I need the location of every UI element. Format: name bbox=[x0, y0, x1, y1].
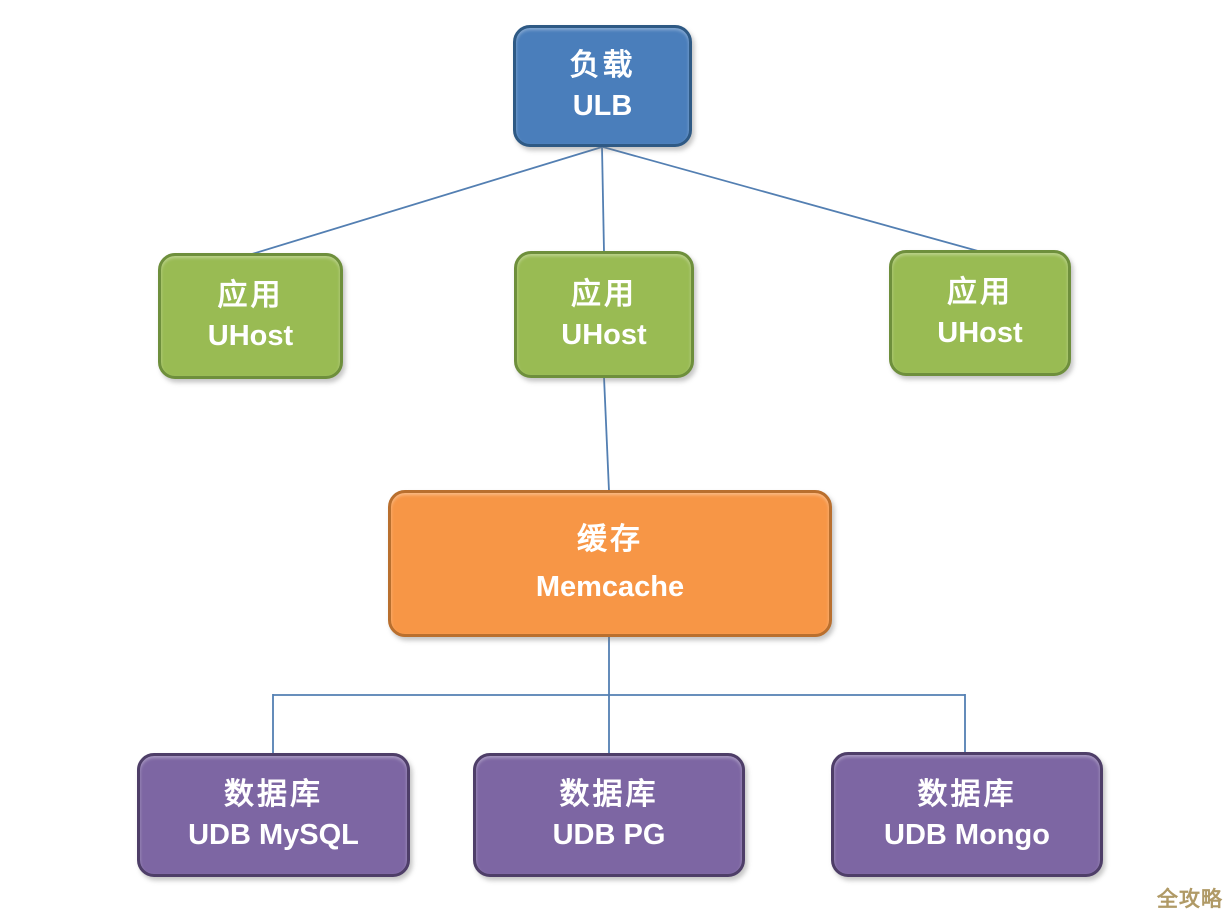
node-app-uhost-3: 应用 UHost bbox=[889, 250, 1071, 376]
node-title: 应用 bbox=[947, 276, 1013, 310]
node-db-udb-pg: 数据库 UDB PG bbox=[473, 753, 745, 877]
node-subtitle: ULB bbox=[572, 90, 633, 123]
node-title: 数据库 bbox=[224, 778, 323, 812]
node-app-uhost-2: 应用 UHost bbox=[514, 251, 694, 378]
node-title: 数据库 bbox=[559, 778, 659, 812]
node-title: 缓存 bbox=[577, 523, 643, 557]
node-subtitle: UDB Mongo bbox=[884, 818, 1050, 851]
watermark: 全攻略 bbox=[1157, 888, 1223, 911]
node-load-balancer-ulb: 负载 ULB bbox=[513, 25, 692, 147]
node-subtitle: UHost bbox=[207, 320, 294, 353]
node-db-udb-mongo: 数据库 UDB Mongo bbox=[831, 752, 1103, 877]
node-cache-memcache: 缓存 Memcache bbox=[388, 490, 832, 637]
node-title: 负载 bbox=[569, 49, 636, 83]
node-app-uhost-1: 应用 UHost bbox=[158, 253, 343, 379]
edge-ulb-uhost1 bbox=[251, 146, 603, 255]
node-subtitle: Memcache bbox=[535, 571, 685, 604]
node-subtitle: UDB MySQL bbox=[188, 819, 359, 852]
edge-ulb-uhost2 bbox=[601, 146, 605, 253]
node-db-udb-mysql: 数据库 UDB MySQL bbox=[137, 753, 410, 877]
node-subtitle: UHost bbox=[561, 318, 647, 351]
edge-uhost2-memcache bbox=[603, 376, 610, 492]
node-subtitle: UHost bbox=[937, 317, 1023, 350]
node-title: 应用 bbox=[571, 277, 637, 311]
node-title: 数据库 bbox=[917, 777, 1017, 811]
edge-ulb-uhost3 bbox=[602, 146, 979, 252]
node-title: 应用 bbox=[217, 279, 284, 313]
node-subtitle: UDB PG bbox=[552, 819, 666, 852]
